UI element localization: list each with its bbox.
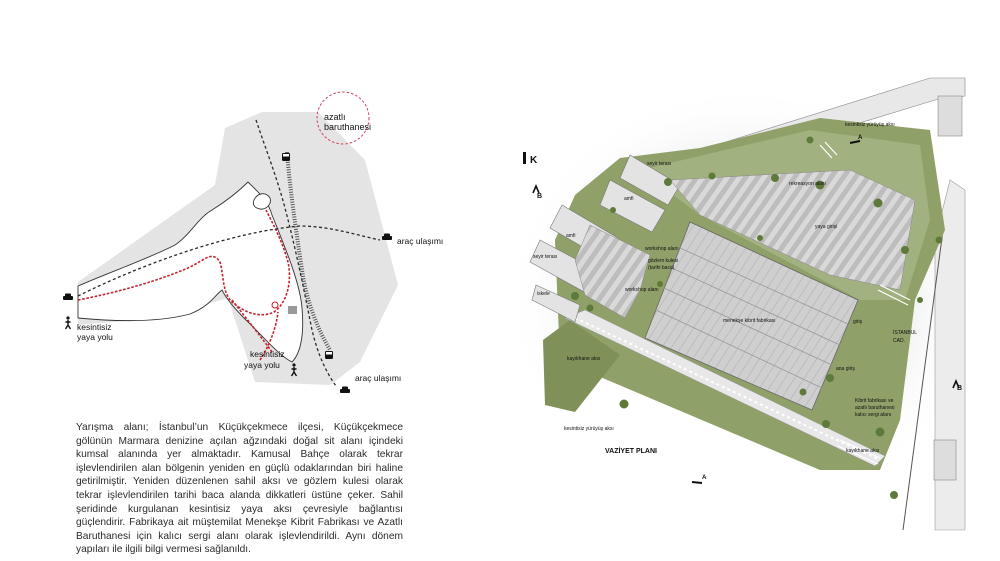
road-path: [77, 225, 381, 297]
section-k-marker: [523, 152, 526, 164]
pedestrian-icon: [290, 363, 298, 377]
plan-label: İSTANBUL: [893, 329, 917, 336]
vehicle-label: araç ulaşımı: [355, 373, 401, 383]
section-a-top-label: A: [858, 135, 863, 141]
plan-label: giriş: [853, 319, 863, 325]
neighbor-building: [937, 95, 963, 137]
plan-label: menekşe kibrit fabrikası: [723, 318, 776, 324]
section-a-top-marker: [849, 140, 861, 144]
plan-title: VAZİYET PLANI: [605, 447, 657, 455]
shore-green: [543, 320, 620, 412]
walkway-label: yaya yolu: [244, 360, 280, 370]
azatli-label: azatlı: [324, 112, 346, 122]
railway-line: [285, 151, 332, 352]
chimney-dot: [271, 301, 279, 309]
walkway-label: kesintisiz: [250, 349, 284, 359]
plan-label: CAD.: [893, 338, 905, 344]
section-a-bottom-label: A: [702, 475, 707, 481]
bus-icon: [282, 153, 290, 161]
plan-label: amfi: [566, 233, 575, 239]
inlet-shape: [77, 181, 304, 363]
section-b-right-marker: [952, 378, 960, 389]
section-b-left-marker: [532, 183, 540, 194]
plan-label: workshop alanı: [625, 287, 659, 293]
vehicle-label: araç ulaşımı: [397, 236, 443, 246]
terrace: [531, 284, 581, 323]
walkway-label: kesintisiz: [77, 322, 111, 332]
small-building: [288, 306, 297, 314]
plan-label: seyir terası: [533, 254, 557, 260]
azatli-marker: [316, 91, 370, 145]
factory-roof: [644, 221, 859, 411]
walkway-label: yaya yolu: [77, 332, 113, 342]
neighbor-building: [933, 439, 957, 481]
plan-label: amfi: [624, 196, 633, 202]
plan-label: kalıcı sergi alanı: [855, 412, 891, 418]
crosswalks: [819, 141, 911, 465]
pedestrian-icon: [64, 316, 72, 330]
car-icon: [340, 386, 350, 393]
shore-walkway: [564, 309, 886, 467]
small-roofs: [669, 169, 916, 291]
walkway-red: [77, 209, 291, 361]
plan-label: kayıkhane aksı: [846, 448, 879, 454]
description-text: Yarışma alanı; İstanbul’un Küçükçekmece …: [76, 422, 403, 556]
plan-label: iskele: [537, 291, 550, 297]
section-b-right-label: B: [957, 385, 962, 392]
context-diagram: azatlı baruthanesi araç ulaşımı araç ula…: [63, 91, 443, 393]
section-k-label: K: [530, 155, 538, 166]
site-plan: K B B A A kesintisiz yürüyüş aksı seyir …: [505, 77, 985, 531]
plan-label: gözlem kulesi: [648, 258, 678, 264]
plan-label: Kibrit fabrikası ve: [855, 398, 894, 404]
plan-label: kesintisiz yürüyüş aksı: [845, 122, 895, 128]
section-b-left-label: B: [537, 193, 542, 200]
road-edge: [902, 229, 944, 531]
bus-icon: [325, 351, 333, 359]
terrace: [619, 154, 681, 206]
plan-label: azatlı baruthanesi: [855, 405, 894, 411]
pedestrian-path: [255, 119, 337, 387]
section-a-bottom-marker: [691, 481, 703, 484]
plan-label: (tarihi baca): [648, 265, 675, 271]
plan-label: rekreasyon alanı: [789, 181, 826, 187]
left-roofs: [574, 224, 651, 319]
plan-label: yaya girişi: [815, 224, 837, 230]
car-icon: [63, 293, 73, 300]
terrace: [599, 179, 666, 233]
factory-ridges: [655, 247, 849, 389]
plan-label: workshop alanı: [645, 246, 679, 252]
azatli-label: baruthanesi: [324, 122, 371, 132]
plan-label: kayıkhane aksı: [567, 356, 600, 362]
plan-label: kesintisiz yürüyüş aksı: [564, 426, 614, 432]
car-icon: [382, 233, 392, 240]
islet: [252, 193, 271, 210]
project-description: Yarışma alanı; İstanbul’un Küçükçekmece …: [76, 421, 403, 557]
trees: [571, 136, 943, 499]
plan-label: ana giriş: [836, 366, 855, 372]
plan-label: seyir terası: [647, 161, 671, 167]
walkway-dots: [574, 317, 881, 461]
